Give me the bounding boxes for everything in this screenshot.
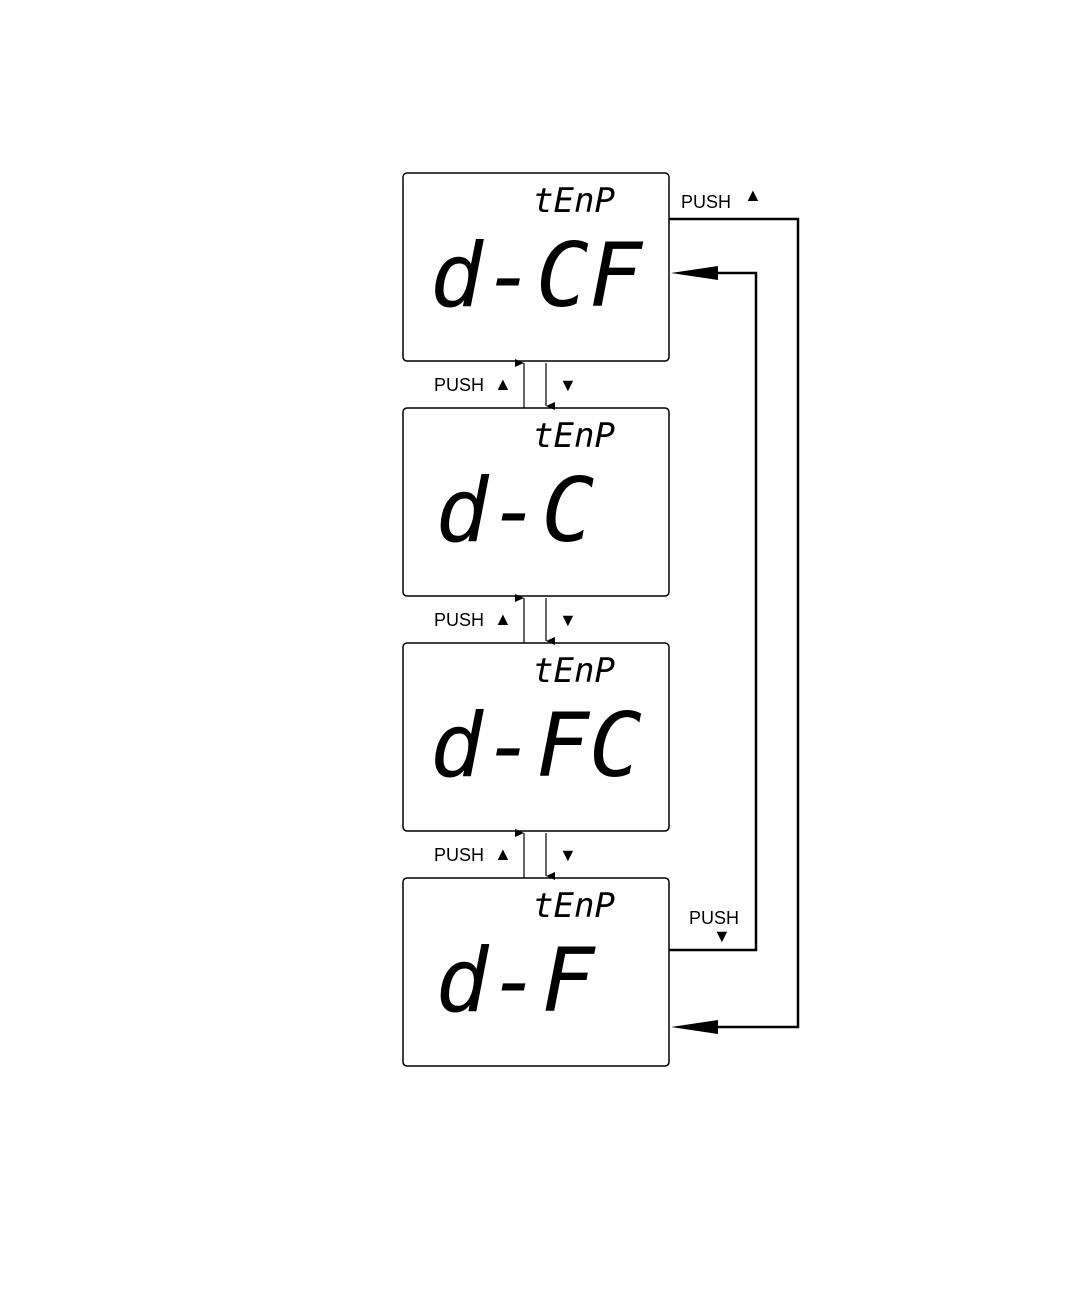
push-label: PUSH	[434, 375, 484, 395]
loop-line	[669, 273, 756, 950]
down-triangle-icon: ▼	[713, 926, 731, 946]
transition-2-3: PUSH ▲ ▼	[434, 598, 577, 643]
lcd-screen-3: tEnP d-FC	[403, 643, 669, 831]
main-display-value: d-C	[436, 459, 595, 562]
main-display-value: d-F	[436, 929, 597, 1032]
push-label: PUSH	[434, 610, 484, 630]
up-triangle-icon: ▲	[494, 374, 512, 394]
push-label: PUSH	[681, 192, 731, 212]
up-triangle-icon: ▲	[744, 185, 762, 205]
lcd-screen-2: tEnP d-C	[403, 408, 669, 596]
down-triangle-icon: ▼	[559, 610, 577, 630]
push-label: PUSH	[434, 845, 484, 865]
push-label: PUSH	[689, 908, 739, 928]
mode-label: tEnP	[533, 416, 615, 456]
loop-down-wrap: PUSH ▼	[669, 266, 756, 950]
down-triangle-icon: ▼	[559, 375, 577, 395]
loop-up-wrap: PUSH ▲	[669, 185, 798, 1034]
lcd-screen-4: tEnP d-F	[403, 878, 669, 1066]
loop-line	[669, 219, 798, 1027]
up-triangle-icon: ▲	[494, 844, 512, 864]
up-triangle-icon: ▲	[494, 609, 512, 629]
transition-1-2: PUSH ▲ ▼	[434, 363, 577, 408]
main-display-value: d-FC	[430, 694, 642, 797]
lcd-screen-1: tEnP d-CF	[403, 173, 669, 361]
mode-label: tEnP	[533, 651, 615, 691]
arrowhead-icon	[671, 1020, 718, 1034]
down-triangle-icon: ▼	[559, 845, 577, 865]
arrowhead-icon	[671, 266, 718, 280]
mode-label: tEnP	[533, 181, 615, 221]
main-display-value: d-CF	[430, 224, 644, 327]
mode-label: tEnP	[533, 886, 615, 926]
transition-3-4: PUSH ▲ ▼	[434, 833, 577, 878]
